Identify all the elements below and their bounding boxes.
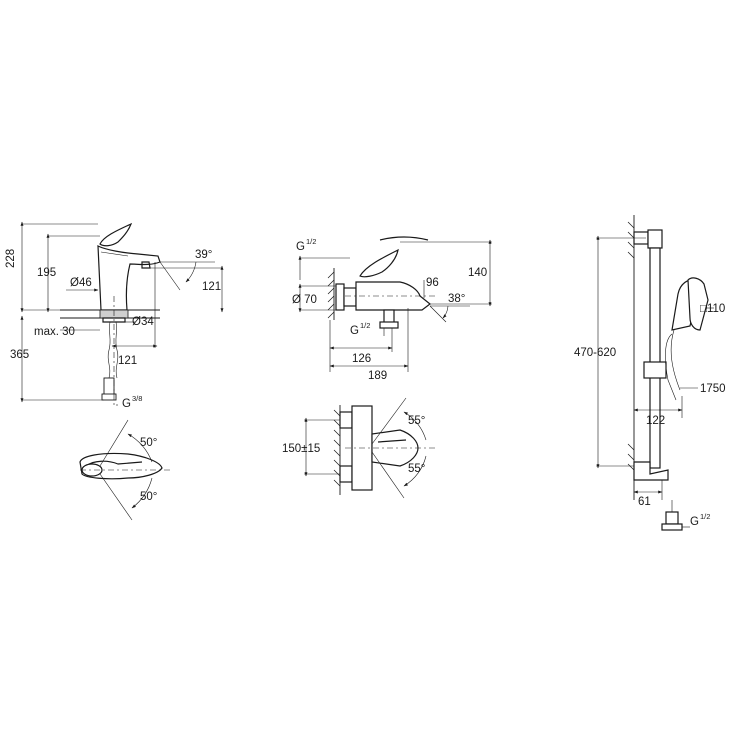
bath-g-letter: G — [296, 241, 305, 253]
bath-outlet-g-letter: G — [350, 325, 359, 337]
basin-mixer-body — [97, 245, 161, 311]
bath-g-fraction: 1/2 — [306, 237, 316, 246]
bath-mixer-side-view: G 1/2 140 Ø 70 96 38° G 1/2 126 189 — [292, 236, 492, 382]
basin-mixer-lever — [99, 222, 133, 247]
dim-189: 189 — [368, 370, 387, 382]
shower-g-fraction: 1/2 — [700, 512, 710, 521]
basin-mixer-side-view: 228 195 39° Ø46 121 max. 30 Ø34 365 121 — [5, 221, 224, 410]
dim-110-square: □110 — [700, 303, 725, 315]
dim-39-deg: 39° — [195, 249, 212, 261]
dim-126: 126 — [352, 353, 371, 365]
dim-70-diameter: Ø 70 — [292, 294, 317, 306]
dim-g-letter: G — [122, 398, 131, 410]
dim-150-tolerance: 150±15 — [282, 443, 320, 455]
dim-38-deg: 38° — [448, 293, 465, 305]
bath-outlet-g-fraction: 1/2 — [360, 321, 370, 330]
dim-50-deg-upper: 50° — [140, 437, 157, 449]
bath-mixer-top-view: 55° 55° 150±15 — [282, 397, 436, 499]
dim-1750: 1750 — [700, 383, 726, 395]
dim-34-diameter: Ø34 — [132, 316, 154, 328]
dim-55-deg-lower: 55° — [408, 463, 425, 475]
dim-96: 96 — [426, 277, 439, 289]
dim-61: 61 — [638, 496, 651, 508]
dim-122: 122 — [646, 415, 665, 427]
dim-195: 195 — [37, 267, 56, 279]
basin-mixer-top-view: 50° 50° — [79, 419, 170, 521]
dim-140: 140 — [468, 267, 487, 279]
dim-121-projection: 121 — [118, 355, 137, 367]
dim-50-deg-lower: 50° — [140, 491, 157, 503]
dim-121-drop: 121 — [202, 281, 221, 293]
shower-set: 470-620 □110 1750 122 61 G 1/2 — [574, 215, 726, 531]
dim-228: 228 — [5, 249, 17, 268]
dim-max-30: max. 30 — [34, 326, 75, 338]
shower-g-letter: G — [690, 516, 699, 528]
dim-365: 365 — [10, 349, 29, 361]
dim-46-diameter: Ø46 — [70, 277, 92, 289]
dim-470-620: 470-620 — [574, 347, 616, 359]
dim-g-fraction: 3/8 — [132, 394, 142, 403]
dim-55-deg-upper: 55° — [408, 415, 425, 427]
